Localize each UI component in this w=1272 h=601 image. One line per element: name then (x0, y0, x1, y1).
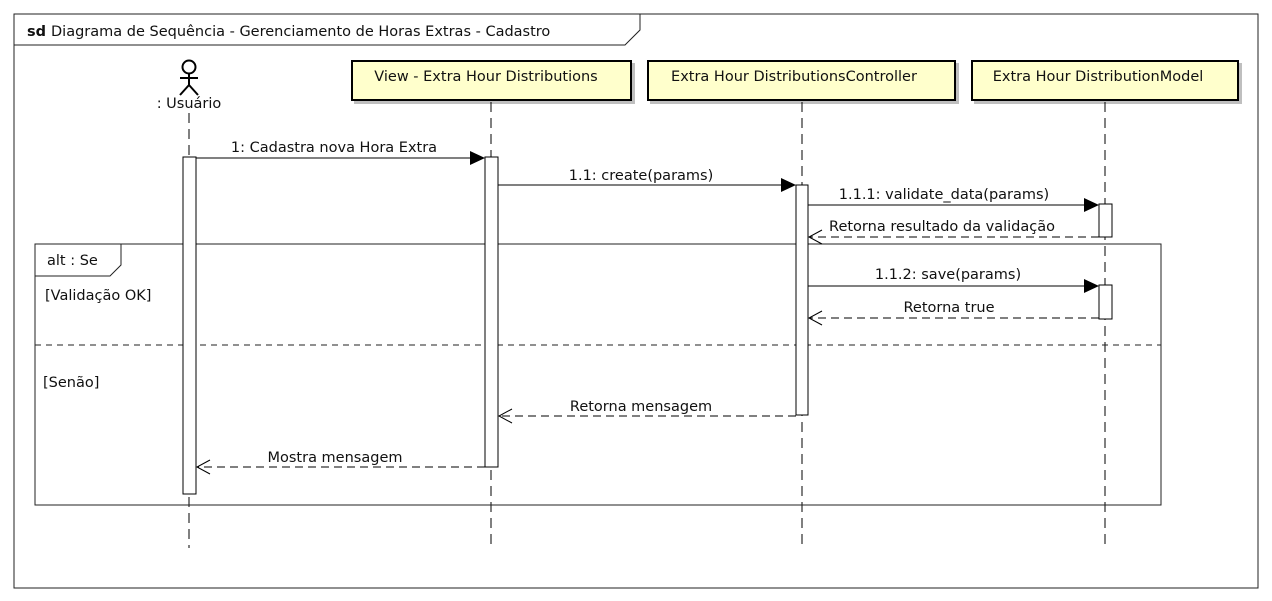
object-model-label: Extra Hour DistributionModel (993, 69, 1204, 85)
message-1-1-2-arrowhead (1084, 279, 1099, 293)
show-message-label: Mostra mensagem (267, 450, 402, 466)
alt-fragment (34, 243, 1162, 506)
return-validation-arrowhead (807, 229, 823, 245)
object-controller (647, 60, 956, 101)
return-validation-label: Retorna resultado da validação (829, 219, 1055, 235)
activation-user (182, 156, 197, 495)
object-view (351, 60, 632, 101)
alt-fragment-tab (35, 244, 122, 277)
message-1-1-label: 1.1: create(params) (569, 168, 714, 184)
diagram-frame (13, 13, 1259, 589)
frame-title: Diagrama de Sequência - Gerenciamento de… (51, 24, 550, 40)
message-1-1-1-arrowhead (1084, 198, 1099, 212)
frame-keyword: sd (27, 24, 46, 40)
activation-controller (795, 184, 809, 416)
return-message-label: Retorna mensagem (570, 399, 712, 415)
actor-right-leg (188, 84, 199, 96)
object-controller-label: Extra Hour DistributionsController (671, 69, 917, 85)
activation-view (484, 156, 499, 468)
activation-model-save (1098, 284, 1113, 320)
return-true-arrowhead (807, 310, 823, 326)
message-1-label: 1: Cadastra nova Hora Extra (231, 140, 437, 156)
frame-title-tab (14, 14, 641, 46)
alt-guard-ok: [Validação OK] (45, 288, 151, 304)
actor-head (181, 59, 197, 75)
return-true-label: Retorna true (903, 300, 994, 316)
message-1-1-arrowhead (781, 178, 796, 192)
message-1-1-1-label: 1.1.1: validate_data(params) (839, 187, 1049, 203)
alt-fragment-label: alt : Se (47, 253, 98, 269)
activation-model-validate (1098, 203, 1113, 238)
message-1-arrowhead (470, 151, 485, 165)
actor-left-leg (179, 84, 190, 96)
object-view-label: View - Extra Hour Distributions (374, 69, 597, 85)
alt-guard-else: [Senão] (43, 375, 99, 391)
object-model (971, 60, 1239, 101)
message-1-1-2-label: 1.1.2: save(params) (875, 267, 1021, 283)
actor-label: : Usuário (157, 96, 222, 112)
actor-usuario (179, 59, 199, 96)
show-message-arrowhead (195, 459, 211, 475)
return-message-arrowhead (497, 408, 513, 424)
